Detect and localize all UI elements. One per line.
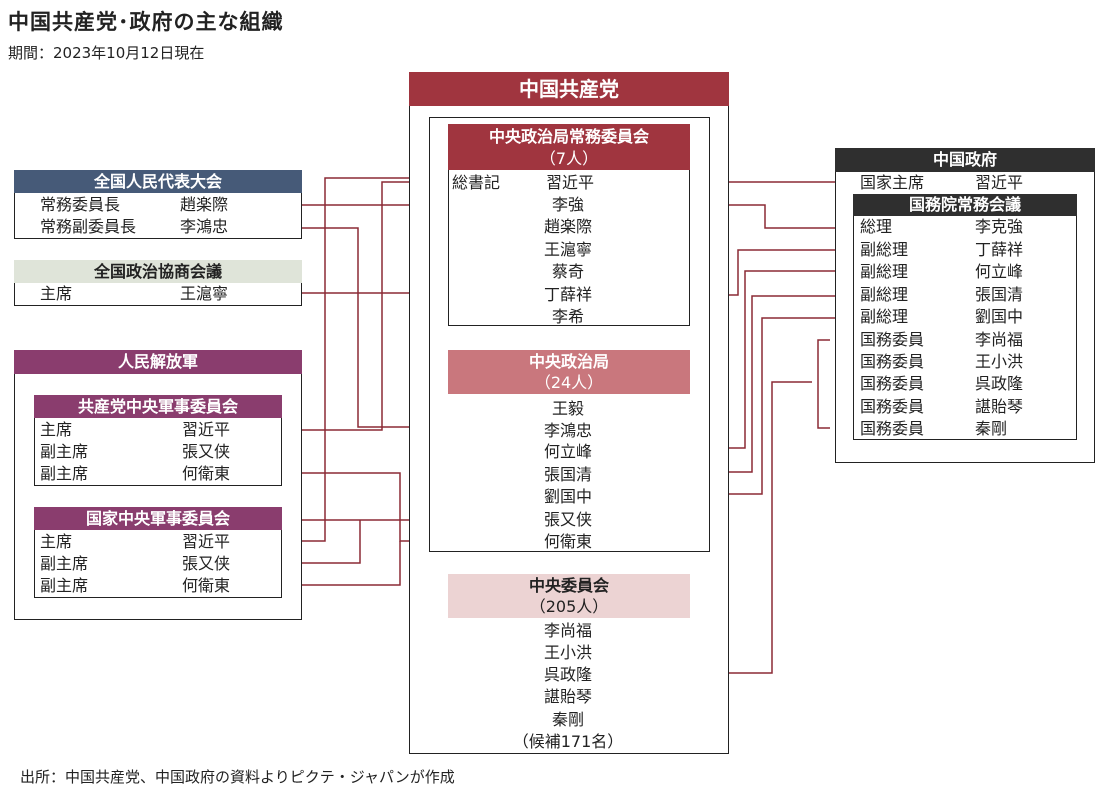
state-cmc-name: 何衛東	[182, 576, 231, 595]
psc-count: （7人）	[539, 149, 599, 168]
party-cmc-name: 習近平	[182, 420, 231, 439]
politburo-count: （24人）	[534, 373, 604, 392]
council-role: 副総理	[860, 307, 909, 326]
gov-president-role: 国家主席	[860, 173, 925, 192]
psc-member: 趙楽際	[543, 217, 592, 236]
npc-header: 全国人民代表大会	[14, 170, 302, 193]
psc-member: 李希	[551, 307, 584, 326]
central-committee-count: （205人）	[529, 597, 609, 616]
central-member: 秦剛	[551, 710, 584, 729]
central-member: 諶貽琴	[543, 687, 592, 706]
party-cmc-role: 副主席	[40, 442, 89, 461]
cppcc-header: 全国政治協商会議	[14, 260, 302, 283]
central-committee-title: 中央委員会	[528, 576, 609, 595]
state-cmc-header: 国家中央軍事委員会	[34, 507, 282, 530]
psc-title: 中央政治局常務委員会	[488, 127, 649, 146]
politburo-member: 王毅	[551, 399, 584, 418]
party-cmc-header: 共産党中央軍事委員会	[34, 395, 282, 418]
council-role: 国務委員	[860, 352, 925, 371]
source-note: 出所：中国共産党、中国政府の資料よりピクテ・ジャパンが作成	[20, 768, 455, 786]
page-title: 中国共産党･政府の主な組織	[8, 10, 284, 34]
npc-role: 常務委員長	[40, 195, 121, 214]
council-name: 王小洪	[975, 352, 1024, 371]
council-name: 劉国中	[975, 307, 1024, 326]
page-subtitle: 期間：2023年10月12日現在	[8, 44, 205, 62]
council-name: 呉政隆	[975, 374, 1024, 393]
party-cmc-role: 主席	[40, 420, 73, 439]
council-role: 国務委員	[860, 330, 925, 349]
central-committee-header: 中央委員会 （205人）	[448, 574, 690, 618]
psc-member: 王滬寧	[543, 240, 592, 259]
psc-header: 中央政治局常務委員会 （7人）	[448, 124, 690, 170]
state-cmc-role: 副主席	[40, 576, 89, 595]
cppcc-role: 主席	[40, 284, 73, 303]
politburo-member: 張国清	[543, 465, 592, 484]
politburo-title: 中央政治局	[528, 352, 609, 371]
central-alternates: （候補171名）	[512, 732, 624, 751]
council-name: 何立峰	[975, 262, 1024, 281]
politburo-member: 李鴻忠	[543, 421, 592, 440]
council-bracket	[817, 339, 830, 429]
council-name: 李尚福	[975, 330, 1024, 349]
psc-secretary-label: 総書記	[452, 173, 501, 192]
psc-member: 習近平	[545, 173, 594, 192]
council-header: 国務院常務会議	[853, 194, 1077, 216]
pla-header: 人民解放軍	[14, 350, 302, 374]
council-name: 諶貽琴	[975, 397, 1024, 416]
npc-role: 常務副委員長	[40, 217, 137, 236]
council-role: 国務委員	[860, 419, 925, 438]
gov-header: 中国政府	[835, 148, 1095, 172]
npc-name: 趙楽際	[180, 195, 229, 214]
state-cmc-role: 副主席	[40, 554, 89, 573]
council-name: 張国清	[975, 285, 1024, 304]
politburo-member: 劉国中	[543, 487, 592, 506]
cppcc-name: 王滬寧	[180, 284, 229, 303]
psc-member: 丁薛祥	[543, 285, 592, 304]
council-role: 国務委員	[860, 397, 925, 416]
council-name: 丁薛祥	[975, 240, 1024, 259]
council-name: 秦剛	[975, 419, 1008, 438]
state-cmc-name: 張又侠	[182, 554, 231, 573]
council-role: 副総理	[860, 285, 909, 304]
state-cmc-role: 主席	[40, 532, 73, 551]
party-header: 中国共産党	[409, 72, 729, 106]
gov-president-name: 習近平	[975, 173, 1024, 192]
central-member: 李尚福	[543, 621, 592, 640]
psc-member: 李強	[551, 195, 584, 214]
central-member: 王小洪	[543, 643, 592, 662]
party-cmc-name: 張又侠	[182, 442, 231, 461]
party-cmc-name: 何衛東	[182, 464, 231, 483]
politburo-header: 中央政治局 （24人）	[448, 350, 690, 394]
state-cmc-name: 習近平	[182, 532, 231, 551]
npc-name: 李鴻忠	[180, 217, 229, 236]
party-cmc-role: 副主席	[40, 464, 89, 483]
council-role: 総理	[860, 217, 893, 236]
politburo-member: 何立峰	[543, 442, 592, 461]
council-role: 国務委員	[860, 374, 925, 393]
psc-member: 蔡奇	[551, 262, 584, 281]
council-role: 副総理	[860, 262, 909, 281]
council-name: 李克強	[975, 217, 1024, 236]
politburo-member: 何衛東	[543, 532, 592, 551]
politburo-member: 張又侠	[543, 510, 592, 529]
central-member: 呉政隆	[543, 665, 592, 684]
council-role: 副総理	[860, 240, 909, 259]
